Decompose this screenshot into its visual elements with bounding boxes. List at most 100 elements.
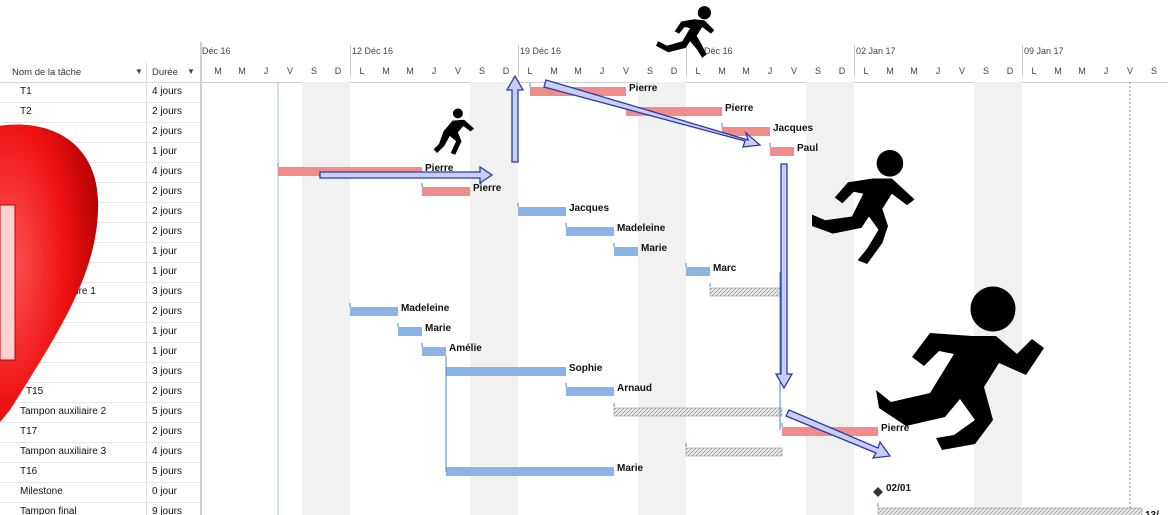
day-letter: M <box>406 66 414 76</box>
weekend-shading <box>302 82 350 515</box>
day-letter: D <box>838 66 846 76</box>
buffer-bar[interactable] <box>709 287 783 297</box>
day-letter: D <box>502 66 510 76</box>
buffer-bar[interactable] <box>613 407 783 417</box>
task-bar[interactable] <box>686 267 710 276</box>
duration-filter-arrow[interactable]: ▼ <box>187 67 195 76</box>
resource-label: Sophie <box>569 363 603 374</box>
day-letter: J <box>263 66 269 76</box>
task-duration: 1 jour <box>152 346 178 357</box>
resource-label: Jacques <box>773 123 814 134</box>
task-row[interactable]: 3 jours <box>0 362 200 383</box>
resource-label: Madeleine <box>401 303 450 314</box>
table-chart-splitter[interactable] <box>200 42 202 515</box>
week-label: 19 Déc 16 <box>520 46 562 56</box>
task-name-filter-arrow[interactable]: ▼ <box>135 67 143 76</box>
task-row[interactable]: Tampon final 9 jours <box>0 502 200 515</box>
critical-task-bar[interactable] <box>530 87 626 96</box>
task-row[interactable]: 1 jour <box>0 262 200 283</box>
timescale-weeks: Déc 16 12 Déc 16 19 Déc 16 Déc 16 02 Jan… <box>202 45 1168 77</box>
task-bar[interactable] <box>446 467 614 476</box>
day-letter: D <box>1006 66 1014 76</box>
task-row[interactable]: 2 jours <box>0 182 200 203</box>
task-row[interactable]: T17 2 jours <box>0 422 200 443</box>
task-duration: 4 jours <box>152 166 183 177</box>
task-duration: 2 jours <box>152 306 183 317</box>
resource-label: Marie <box>617 463 644 474</box>
critical-task-bar[interactable] <box>770 147 794 156</box>
day-letter: S <box>982 66 989 76</box>
task-row[interactable]: T1 4 jours <box>0 82 200 103</box>
task-duration: 2 jours <box>152 186 183 197</box>
critical-task-bar[interactable] <box>722 127 770 136</box>
critical-task-bar[interactable] <box>422 187 470 196</box>
column-divider <box>146 62 147 515</box>
day-letter: M <box>238 66 246 76</box>
task-row[interactable]: 4 jours <box>0 162 200 183</box>
task-name: T1 <box>20 86 32 97</box>
day-letter: V <box>958 66 965 76</box>
resource-label: Amélie <box>449 343 482 354</box>
day-letter: M <box>1078 66 1086 76</box>
week-label: Déc 16 <box>202 46 231 56</box>
task-row[interactable]: 1 jour <box>0 242 200 263</box>
task-name: T16 <box>20 466 38 477</box>
task-row[interactable]: 2 jours <box>0 302 200 323</box>
critical-task-bar[interactable] <box>626 107 722 116</box>
gantt-bars-svg <box>277 82 1143 515</box>
day-letter: L <box>695 66 701 76</box>
buffer-bar[interactable] <box>877 507 1143 515</box>
milestone-diamond[interactable] <box>873 487 883 497</box>
resource-label: Arnaud <box>617 383 652 394</box>
critical-task-bar[interactable] <box>782 427 878 436</box>
task-row[interactable]: 2 jours <box>0 222 200 243</box>
resource-label: Pierre <box>473 183 502 194</box>
day-letter: V <box>1126 66 1133 76</box>
task-duration: 0 jour <box>152 486 178 497</box>
task-bar[interactable] <box>350 307 398 316</box>
task-bar[interactable] <box>566 227 614 236</box>
task-name: Tampon final <box>20 506 77 515</box>
week-tick <box>518 45 519 77</box>
task-bar[interactable] <box>518 207 566 216</box>
task-row[interactable]: 1 jour <box>0 342 200 363</box>
resource-label: Pierre <box>425 163 454 174</box>
day-letter: D <box>334 66 342 76</box>
task-bar[interactable] <box>614 247 638 256</box>
task-duration: 4 jours <box>152 86 183 97</box>
task-bar[interactable] <box>566 387 614 396</box>
day-letter: M <box>910 66 918 76</box>
task-name-column-header[interactable]: Nom de la tâche <box>12 67 82 78</box>
task-row[interactable]: 2 jours <box>0 122 200 143</box>
duration-column-header[interactable]: Durée <box>152 67 178 78</box>
task-duration: 2 jours <box>152 426 183 437</box>
task-duration: 2 jours <box>152 386 183 397</box>
critical-task-bar[interactable] <box>278 167 422 176</box>
resource-label: Pierre <box>725 103 754 114</box>
task-duration: 2 jours <box>152 126 183 137</box>
task-row[interactable]: 1 jour <box>0 322 200 343</box>
task-duration: 2 jours <box>152 226 183 237</box>
task-name: T17 <box>20 426 38 437</box>
resource-label: 02/01 <box>886 483 912 494</box>
task-row[interactable]: 2 jours <box>0 202 200 223</box>
day-letter: S <box>646 66 653 76</box>
week-label: 09 Jan 17 <box>1024 46 1064 56</box>
task-bar[interactable] <box>422 347 446 356</box>
task-duration: 1 jour <box>152 146 178 157</box>
weekend-shading <box>638 82 686 515</box>
task-duration: 9 jours <box>152 506 183 515</box>
task-bar[interactable] <box>398 327 422 336</box>
task-bar[interactable] <box>446 367 566 376</box>
task-row[interactable]: 1 jour <box>0 142 200 163</box>
buffer-bar[interactable] <box>685 447 783 457</box>
day-letter: J <box>599 66 605 76</box>
